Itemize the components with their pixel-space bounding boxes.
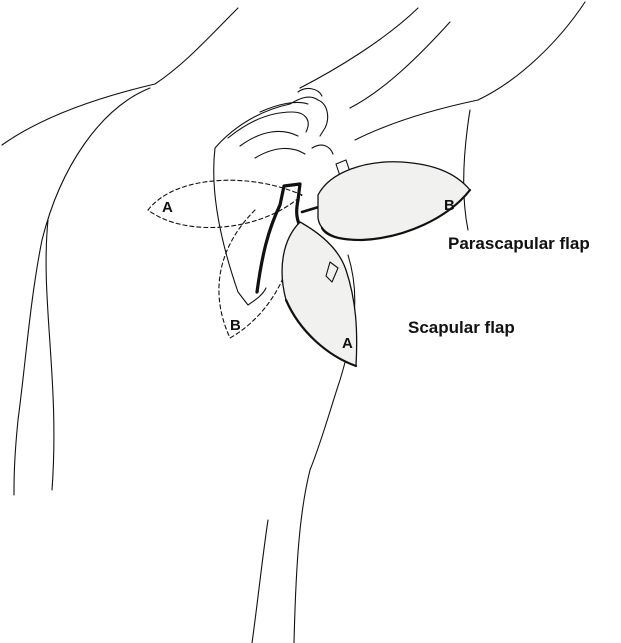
flap-b-raised-label: B xyxy=(444,197,455,214)
flap-b-outline-label: B xyxy=(230,317,241,334)
flap-a-raised-label: A xyxy=(342,335,353,352)
flap-a-outline-label: A xyxy=(162,199,173,216)
parascapular-flap-caption: Parascapular flap xyxy=(448,234,590,254)
scapular-flap-caption: Scapular flap xyxy=(408,318,515,338)
left-body-contour xyxy=(2,8,238,495)
